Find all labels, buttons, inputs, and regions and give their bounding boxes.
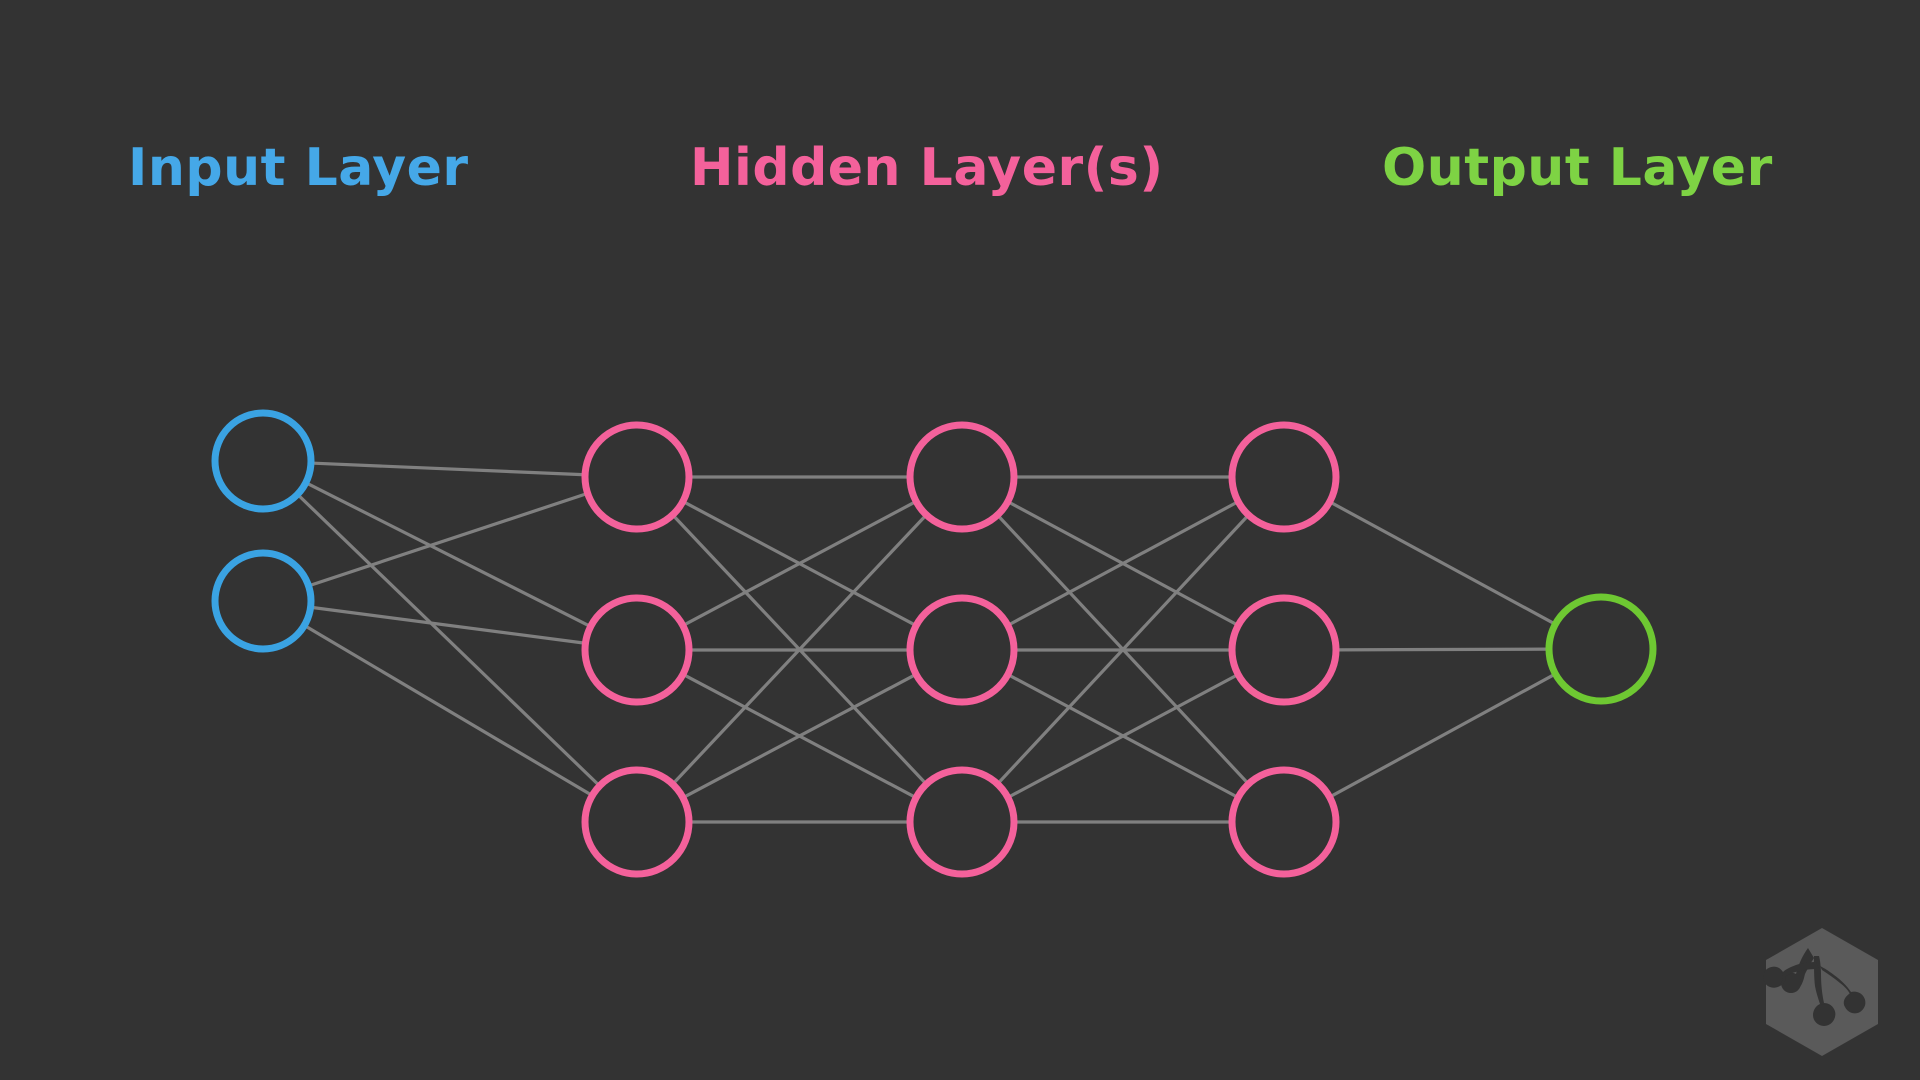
node-output-1 <box>1545 593 1657 705</box>
edge-hidden1-2-to-hidden2-0 <box>671 513 928 786</box>
node-hidden1-2 <box>581 594 693 706</box>
edge-hidden3-0-to-output-0 <box>1328 500 1557 626</box>
node-hidden2-3 <box>906 766 1018 878</box>
node-hidden3-2 <box>1228 594 1340 706</box>
edge-input-0-to-hidden1-0 <box>309 461 587 477</box>
edge-input-1-to-hidden1-2 <box>302 623 594 798</box>
node-input-1 <box>211 409 315 513</box>
edge-input-1-to-hidden1-1 <box>308 605 588 645</box>
edge-input-1-to-hidden1-0 <box>306 491 590 588</box>
node-hidden3-1 <box>1228 421 1340 533</box>
edge-input-0-to-hidden1-2 <box>295 492 602 788</box>
edge-hidden2-2-to-hidden3-0 <box>995 513 1251 786</box>
node-hidden3-3 <box>1228 766 1340 878</box>
edge-hidden2-2-to-hidden3-1 <box>1006 672 1240 800</box>
node-hidden1-3 <box>581 766 693 878</box>
edge-input-0-to-hidden1-1 <box>304 481 593 629</box>
hexagon-neuron-logo-icon <box>1763 928 1878 1056</box>
edge-hidden1-1-to-hidden2-0 <box>681 499 918 628</box>
node-hidden1-1 <box>581 421 693 533</box>
edge-hidden1-2-to-hidden2-1 <box>681 672 918 800</box>
node-input-2 <box>211 549 315 653</box>
edge-hidden3-2-to-output-0 <box>1328 672 1557 799</box>
edges-group <box>295 461 1557 824</box>
node-hidden2-1 <box>906 421 1018 533</box>
edge-hidden3-1-to-output-0 <box>1334 647 1551 652</box>
nodes-group <box>211 409 1657 878</box>
node-hidden2-2 <box>906 594 1018 706</box>
edge-hidden2-1-to-hidden3-0 <box>1006 500 1240 627</box>
